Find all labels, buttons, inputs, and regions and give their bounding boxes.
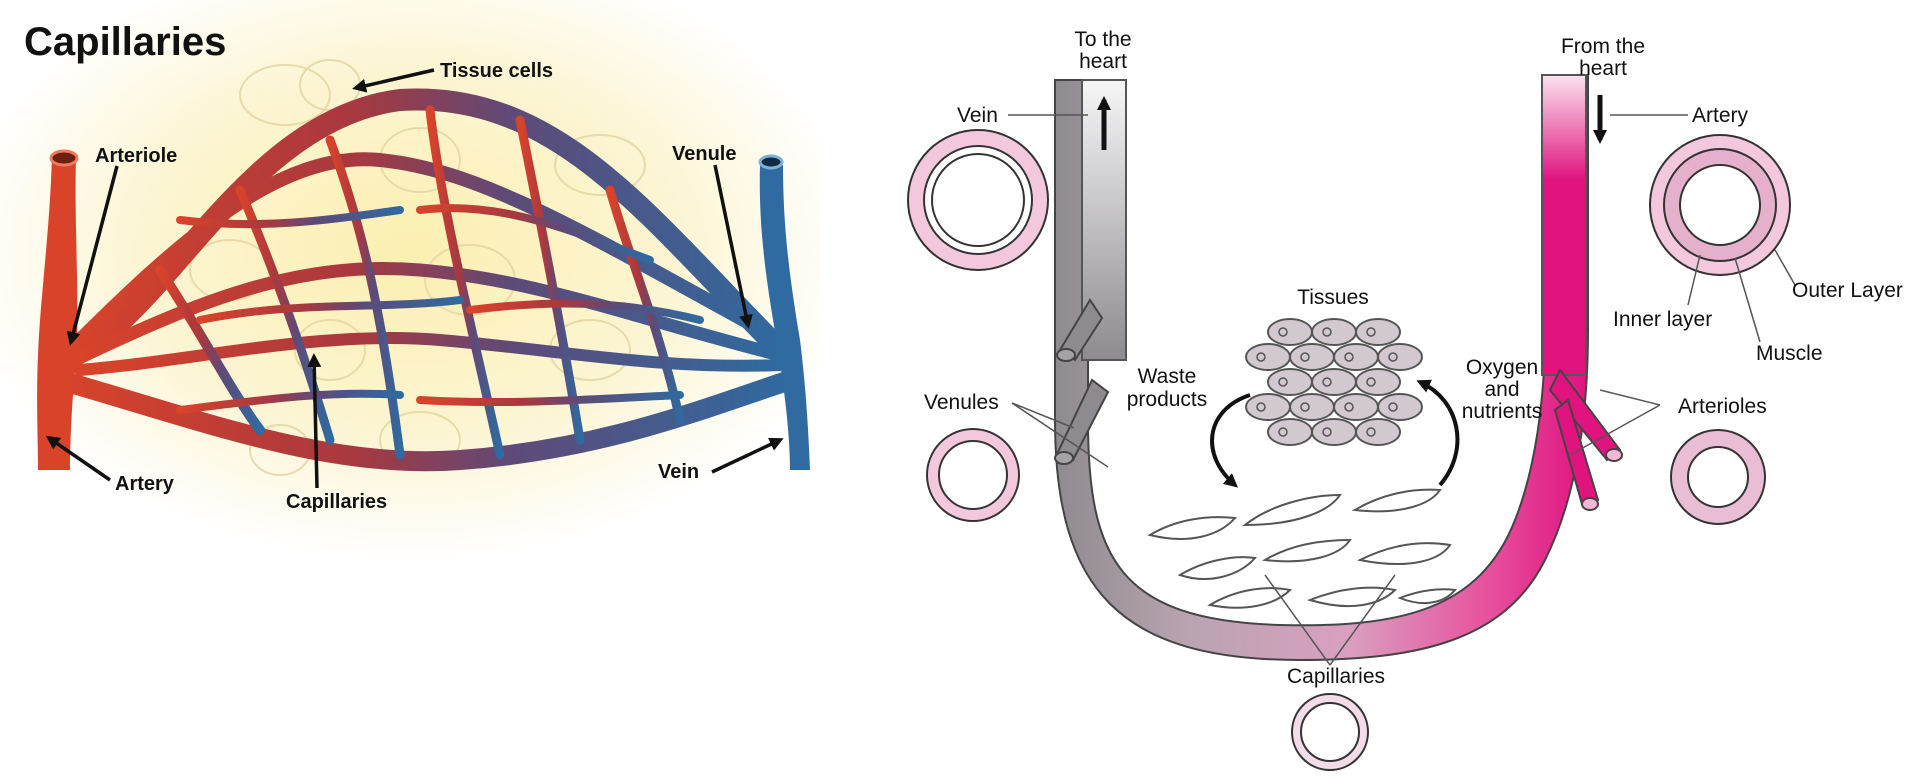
label-capillaries-left: Capillaries: [286, 491, 387, 513]
label-muscle: Muscle: [1756, 342, 1823, 365]
label-outer-layer: Outer Layer: [1792, 279, 1903, 302]
capillaries-arrow: [307, 353, 322, 489]
label-artery: Artery: [115, 473, 175, 495]
artery-cross-section: [1649, 134, 1791, 276]
venule-branch-upper: [1058, 298, 1104, 362]
tissue-cells-cluster: [1245, 318, 1423, 446]
vein-opening: [758, 154, 784, 170]
arteriole-opening-lower: [1581, 497, 1599, 511]
label-heart-top-left: heart: [1079, 50, 1127, 73]
label-capillaries-right: Capillaries: [1287, 665, 1385, 688]
label-inner-layer: Inner layer: [1613, 308, 1712, 331]
label-venule: Venule: [672, 143, 736, 165]
label-and: and: [1484, 378, 1519, 401]
capillary-mesh: [1147, 488, 1457, 609]
tissue-cell-nuclei: [1256, 327, 1398, 437]
arteriole-arrow: [66, 165, 119, 346]
venule-opening-upper: [1056, 348, 1076, 362]
waste-products-arrow: [1210, 393, 1251, 488]
oxygen-nutrients-arrow: [1416, 379, 1460, 487]
artery-opening: [49, 149, 79, 167]
label-oxygen: Oxygen: [1466, 356, 1538, 379]
label-tissues: Tissues: [1297, 286, 1369, 309]
label-tissue-cells: Tissue cells: [440, 60, 553, 82]
left-title: Capillaries: [24, 20, 226, 64]
venule-arrow: [713, 164, 753, 329]
venule-opening-lower: [1054, 451, 1074, 465]
artery-vessel: [1541, 74, 1587, 376]
label-vein-left: Vein: [658, 461, 699, 483]
leader-lines: [1008, 114, 1796, 666]
artery-arrow: [45, 435, 111, 482]
label-arteriole: Arteriole: [95, 145, 177, 167]
label-products: products: [1127, 388, 1208, 411]
label-heart-top-right: heart: [1579, 57, 1627, 80]
right-circulation-diagram: To the heart From the heart Vein Artery …: [907, 28, 1903, 771]
label-to-the: To the: [1074, 28, 1131, 51]
label-artery-right: Artery: [1692, 104, 1749, 127]
left-capillary-illustration: Capillaries Tissue cells Arteriole Venul…: [0, 0, 820, 560]
label-waste: Waste: [1138, 365, 1197, 388]
tissue-cells-arrow: [352, 68, 435, 93]
vein-arrow: [711, 437, 784, 474]
vein-cross-section: [907, 129, 1049, 271]
label-venules: Venules: [924, 391, 999, 414]
label-from-the: From the: [1561, 35, 1645, 58]
capillary-cross-section: [1291, 693, 1369, 771]
vein-trunk: [759, 165, 810, 470]
vessel-loop: [1054, 74, 1589, 662]
arteriole-cross-section: [1670, 429, 1766, 525]
tissue-cells: [1245, 318, 1423, 446]
arteriole-opening-right: [1605, 448, 1623, 462]
venule-cross-section: [926, 428, 1020, 522]
label-vein-right: Vein: [957, 104, 998, 127]
label-nutrients: nutrients: [1462, 400, 1543, 423]
label-arterioles: Arterioles: [1678, 395, 1767, 418]
capillary-network: [49, 88, 801, 472]
left-annotations: Tissue cells Arteriole Venule Artery Cap…: [45, 60, 784, 513]
